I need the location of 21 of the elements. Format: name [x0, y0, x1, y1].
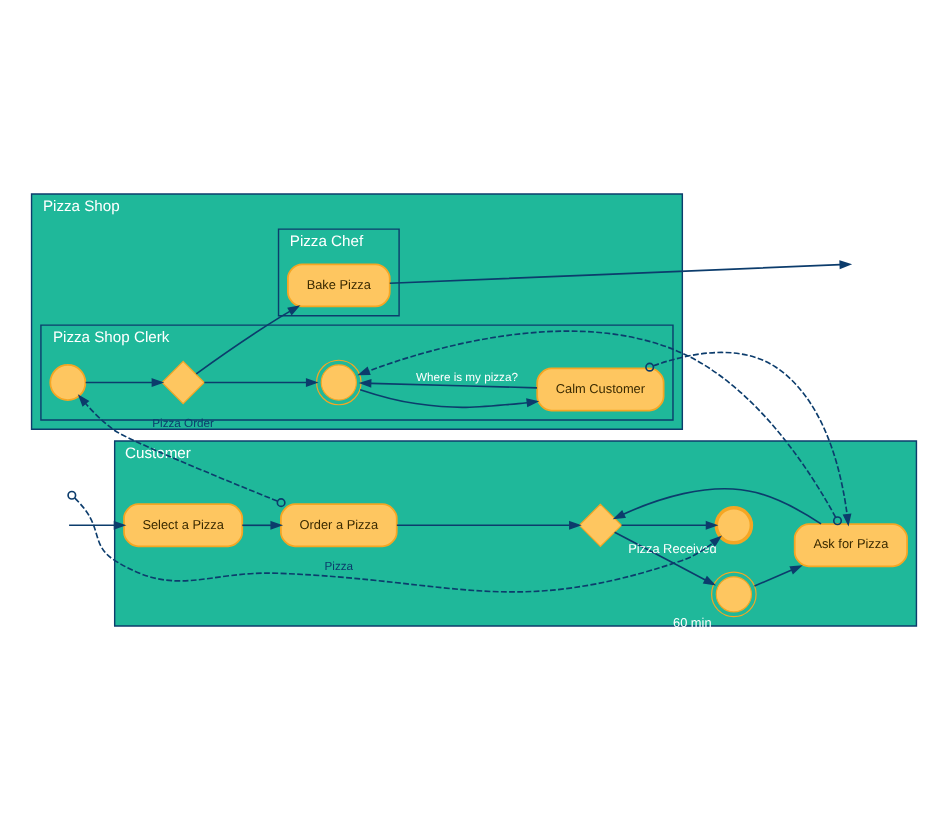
arrow	[241, 519, 284, 529]
arrow	[620, 519, 719, 529]
arrow	[195, 304, 301, 374]
arrow	[753, 564, 803, 586]
arrow	[74, 496, 723, 592]
arrow	[358, 377, 538, 388]
node-circle	[714, 505, 754, 544]
arrow	[388, 259, 853, 284]
arrow	[68, 519, 127, 529]
arrow	[77, 393, 286, 507]
arrow	[359, 387, 540, 408]
arrow	[613, 530, 716, 585]
arrow	[612, 487, 822, 524]
node-diamond	[578, 502, 623, 547]
arrow	[396, 519, 582, 529]
arrow	[84, 377, 165, 386]
arrow	[357, 329, 843, 525]
arrow	[645, 350, 852, 526]
arrow	[203, 377, 319, 386]
node-circle	[49, 363, 87, 400]
node-diamond	[161, 359, 206, 404]
